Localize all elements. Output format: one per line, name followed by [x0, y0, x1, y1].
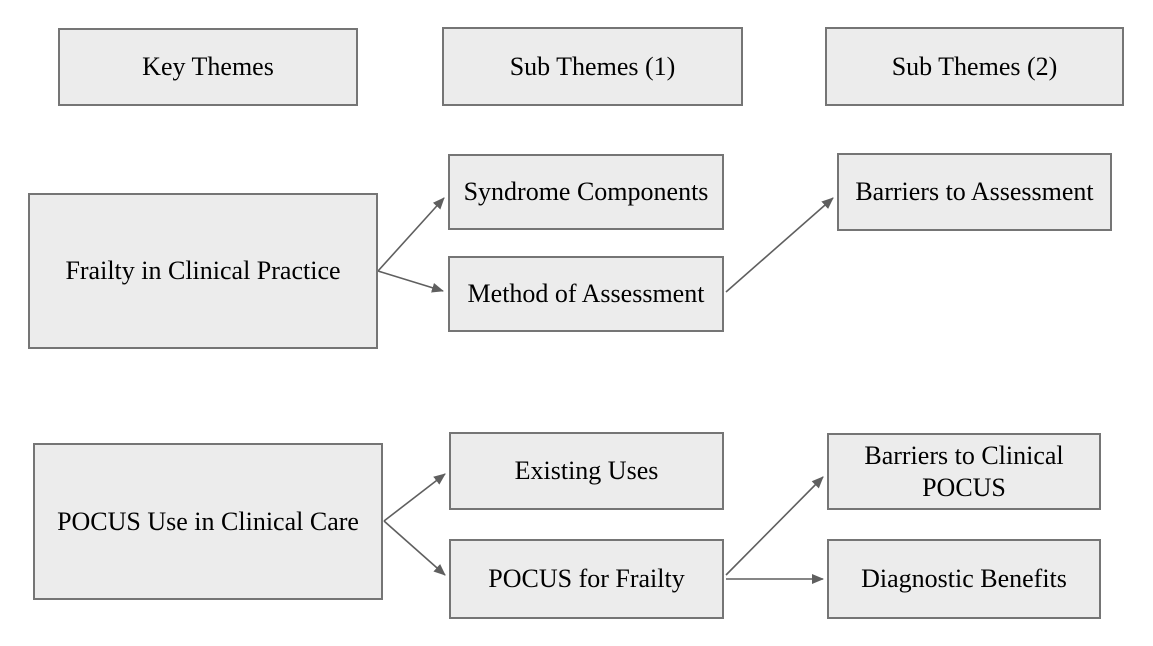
node-pocus-use-in-clinical-care: POCUS Use in Clinical Care [33, 443, 383, 600]
column-header-key-themes: Key Themes [58, 28, 358, 106]
node-pocus-for-frailty: POCUS for Frailty [449, 539, 724, 619]
edge-frailty-to-method-of-assessment [377, 270, 444, 293]
column-header-sub-themes-2: Sub Themes (2) [825, 27, 1124, 106]
edge-pocus-use-to-pocus-for-frailty [383, 520, 446, 576]
node-diagnostic-benefits: Diagnostic Benefits [827, 539, 1101, 619]
edge-frailty-to-syndrome-components [377, 197, 445, 272]
node-method-of-assessment: Method of Assessment [448, 256, 724, 332]
node-existing-uses: Existing Uses [449, 432, 724, 510]
node-barriers-to-clinical-pocus: Barriers to Clinical POCUS [827, 433, 1101, 510]
node-syndrome-components: Syndrome Components [448, 154, 724, 230]
column-header-sub-themes-1: Sub Themes (1) [442, 27, 743, 106]
node-barriers-to-assessment: Barriers to Assessment [837, 153, 1112, 231]
edge-pocus-for-frailty-to-barriers-to-clinical-pocus [725, 476, 824, 576]
node-frailty-in-clinical-practice: Frailty in Clinical Practice [28, 193, 378, 349]
edge-pocus-use-to-existing-uses [383, 473, 446, 522]
edge-method-of-assessment-to-barriers-to-assessment [725, 197, 834, 293]
